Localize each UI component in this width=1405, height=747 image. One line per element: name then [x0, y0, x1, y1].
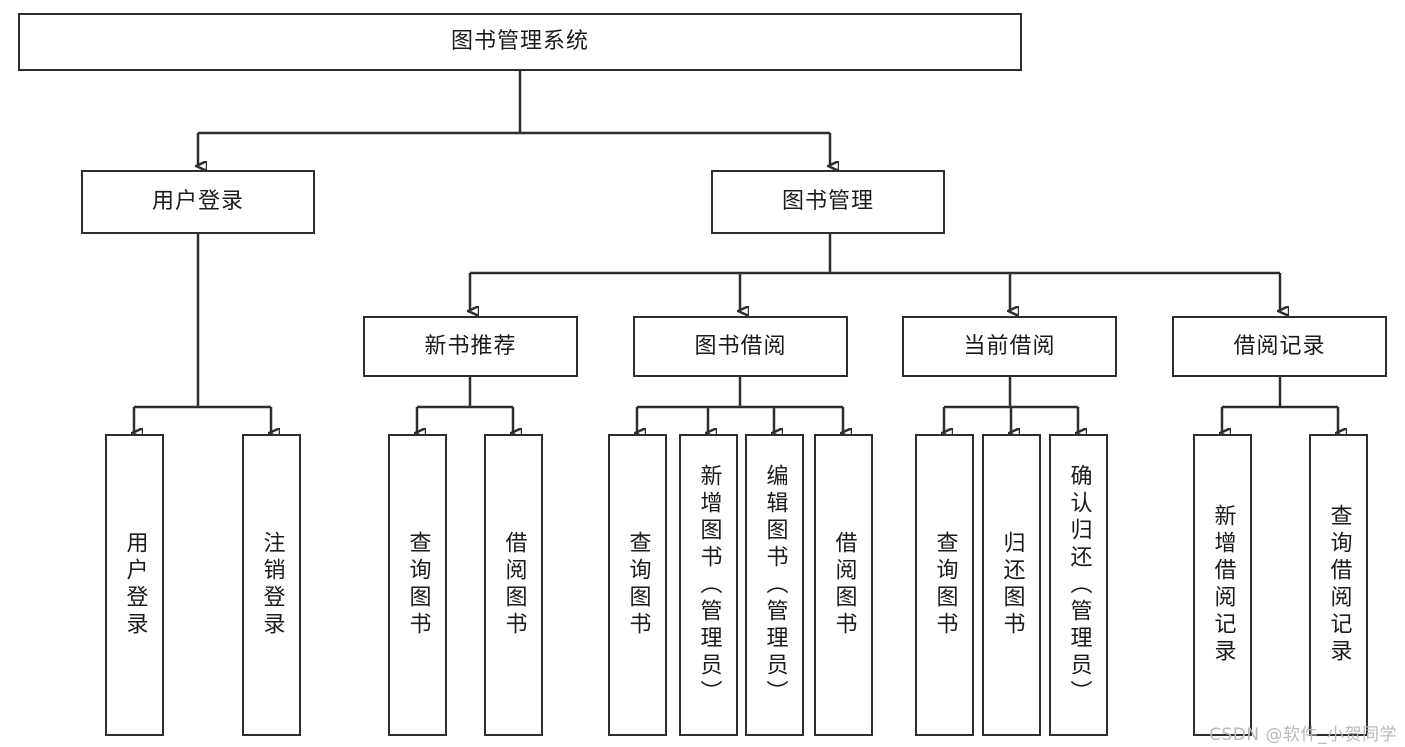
node-leaf-return-book[interactable]: 归还图书	[982, 434, 1041, 736]
node-leaf-query-book-borrow[interactable]: 查询图书	[608, 434, 667, 736]
node-label: 查询图书	[932, 531, 958, 639]
node-leaf-borrow-book[interactable]: 借阅图书	[814, 434, 873, 736]
node-label: 新书推荐	[424, 333, 517, 359]
node-book-management[interactable]: 图书管理	[711, 170, 945, 234]
csdn-watermark: CSDN @软件_小贺同学	[1209, 725, 1397, 745]
node-leaf-query-book-recommendation[interactable]: 查询图书	[388, 434, 447, 736]
node-new-book-recommendation[interactable]: 新书推荐	[363, 316, 578, 377]
node-label: 图书管理	[781, 189, 874, 215]
node-leaf-query-borrow-record[interactable]: 查询借阅记录	[1309, 434, 1368, 736]
node-label: 查询图书	[405, 531, 431, 639]
node-label: 图书管理系统	[450, 29, 589, 55]
node-current-borrow[interactable]: 当前借阅	[902, 316, 1117, 377]
node-leaf-add-book-admin[interactable]: 新增图书（管理员）	[679, 434, 738, 736]
node-label: 新增借阅记录	[1210, 504, 1236, 666]
node-label: 查询借阅记录	[1326, 504, 1352, 666]
node-leaf-edit-book-admin[interactable]: 编辑图书（管理员）	[745, 434, 804, 736]
node-leaf-add-borrow-record[interactable]: 新增借阅记录	[1193, 434, 1252, 736]
node-leaf-confirm-return-admin[interactable]: 确认归还（管理员）	[1049, 434, 1108, 736]
node-leaf-user-login[interactable]: 用户登录	[105, 434, 164, 736]
node-leaf-borrow-book-recommendation[interactable]: 借阅图书	[484, 434, 543, 736]
node-label: 当前借阅	[963, 333, 1056, 359]
node-label: 借阅记录	[1233, 333, 1326, 359]
node-label: 用户登录	[151, 189, 244, 215]
node-label: 确认归还（管理员）	[1066, 463, 1092, 707]
node-label: 注销登录	[259, 531, 285, 639]
node-label: 归还图书	[999, 531, 1025, 639]
node-label: 图书借阅	[694, 333, 787, 359]
node-label: 用户登录	[122, 531, 148, 639]
node-book-borrow[interactable]: 图书借阅	[633, 316, 848, 377]
node-label: 借阅图书	[501, 531, 527, 639]
node-label: 编辑图书（管理员）	[762, 463, 788, 707]
node-label: 借阅图书	[831, 531, 857, 639]
node-label: 新增图书（管理员）	[696, 463, 722, 707]
node-leaf-user-logout[interactable]: 注销登录	[242, 434, 301, 736]
node-user-login[interactable]: 用户登录	[81, 170, 315, 234]
node-borrow-record[interactable]: 借阅记录	[1172, 316, 1387, 377]
node-root-book-management-system[interactable]: 图书管理系统	[18, 13, 1022, 71]
node-leaf-query-book-current[interactable]: 查询图书	[915, 434, 974, 736]
node-label: 查询图书	[625, 531, 651, 639]
